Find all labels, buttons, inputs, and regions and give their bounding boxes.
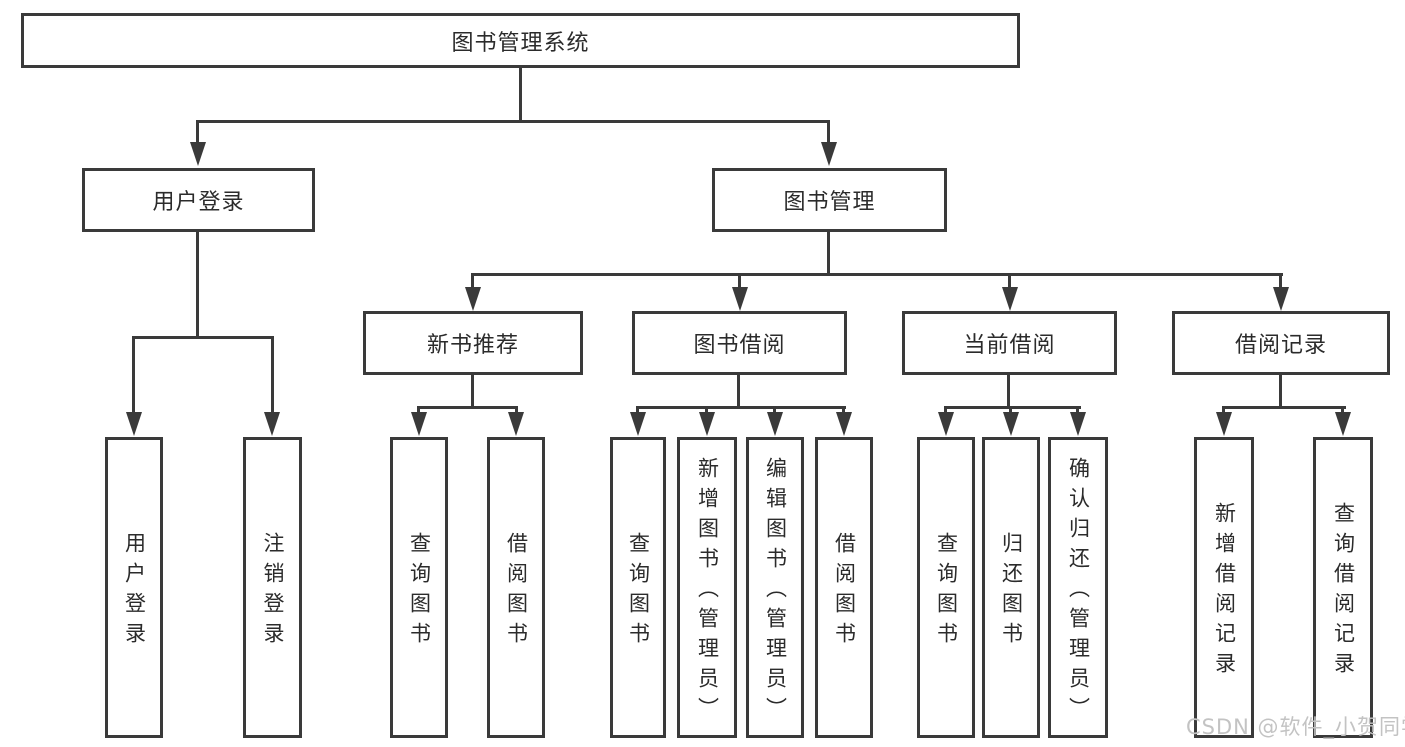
connector-book-mgmt-stem xyxy=(827,232,830,276)
arrow-to-user-login-icon xyxy=(190,142,206,166)
leaf-user-login-label: 用户登录 xyxy=(122,532,147,652)
connector-nbr-leaf1-shaft xyxy=(417,406,420,416)
connector-br-stem xyxy=(1279,375,1282,409)
connector-to-br-shaft xyxy=(1279,273,1282,290)
connector-bb-leaf3-shaft xyxy=(773,406,776,416)
arrow-to-current-borrow-icon xyxy=(1002,287,1018,311)
connector-root-split xyxy=(196,120,830,123)
node-book-management: 图书管理 xyxy=(712,168,947,232)
connector-user-login-split xyxy=(132,336,274,339)
connector-cb-stem xyxy=(1007,375,1010,409)
connector-root-to-user-login-shaft xyxy=(196,120,199,146)
leaf-nbr-borrow-books: 借阅图书 xyxy=(487,437,545,738)
arrow-to-book-borrow-icon xyxy=(732,287,748,311)
arrow-br-leaf2-icon xyxy=(1335,412,1351,436)
node-borrow-records: 借阅记录 xyxy=(1172,311,1390,375)
leaf-cb-query-books-label: 查询图书 xyxy=(934,532,959,652)
leaf-bb-edit-books-admin: 编辑图书（管理员） xyxy=(746,437,804,738)
leaf-nbr-query-books-label: 查询图书 xyxy=(407,532,432,652)
connector-root-stem xyxy=(519,68,522,123)
connector-to-nbr-shaft xyxy=(471,273,474,290)
node-current-borrow: 当前借阅 xyxy=(902,311,1117,375)
arrow-bb-leaf3-icon xyxy=(767,412,783,436)
arrow-to-borrow-records-icon xyxy=(1273,287,1289,311)
arrow-bb-leaf4-icon xyxy=(836,412,852,436)
leaf-bb-query-books: 查询图书 xyxy=(610,437,666,738)
arrow-to-book-mgmt-icon xyxy=(821,142,837,166)
arrow-cb-leaf2-icon xyxy=(1003,412,1019,436)
leaf-logout-label: 注销登录 xyxy=(261,532,285,652)
arrow-br-leaf1-icon xyxy=(1216,412,1232,436)
leaf-br-add-record-label: 新增借阅记录 xyxy=(1212,502,1237,682)
leaf-cb-return-books: 归还图书 xyxy=(982,437,1040,738)
arrow-to-new-book-recommend-icon xyxy=(465,287,481,311)
leaf-bb-add-books-admin: 新增图书（管理员） xyxy=(677,437,737,738)
arrow-to-leaf-user-login-icon xyxy=(126,412,142,436)
arrow-bb-leaf1-icon xyxy=(630,412,646,436)
leaf-bb-query-books-label: 查询图书 xyxy=(626,532,651,652)
arrow-nbr-leaf1-icon xyxy=(411,412,427,436)
connector-to-leaf-logout-shaft xyxy=(271,336,274,415)
connector-nbr-leaf2-shaft xyxy=(515,406,518,416)
leaf-br-query-record: 查询借阅记录 xyxy=(1313,437,1373,738)
node-user-login-label: 用户登录 xyxy=(152,190,245,215)
leaf-nbr-query-books: 查询图书 xyxy=(390,437,448,738)
leaf-logout: 注销登录 xyxy=(243,437,302,738)
node-current-borrow-label: 当前借阅 xyxy=(963,333,1056,358)
leaf-bb-edit-books-admin-label: 编辑图书（管理员） xyxy=(763,457,788,727)
leaf-cb-return-books-label: 归还图书 xyxy=(999,532,1024,652)
node-borrow-records-label: 借阅记录 xyxy=(1234,333,1327,358)
leaf-br-add-record: 新增借阅记录 xyxy=(1194,437,1254,738)
node-root-label: 图书管理系统 xyxy=(451,30,590,56)
arrow-cb-leaf1-icon xyxy=(938,412,954,436)
connector-bb-leaf1-shaft xyxy=(636,406,639,416)
connector-cb-leaf1-shaft xyxy=(944,406,947,416)
connector-br-leaf1-shaft xyxy=(1222,406,1225,416)
leaf-cb-confirm-return-admin: 确认归还（管理员） xyxy=(1048,437,1108,738)
leaf-br-query-record-label: 查询借阅记录 xyxy=(1331,502,1356,682)
connector-bb-leaf2-shaft xyxy=(705,406,708,416)
connector-cb-leaf3-shaft xyxy=(1076,406,1079,416)
node-root: 图书管理系统 xyxy=(21,13,1020,68)
connector-br-split xyxy=(1222,406,1346,409)
node-new-book-recommend-label: 新书推荐 xyxy=(426,333,519,358)
leaf-nbr-borrow-books-label: 借阅图书 xyxy=(504,532,529,652)
node-user-login: 用户登录 xyxy=(82,168,315,232)
leaf-cb-confirm-return-admin-label: 确认归还（管理员） xyxy=(1066,457,1091,727)
connector-root-to-book-mgmt-shaft xyxy=(827,120,830,146)
arrow-bb-leaf2-icon xyxy=(699,412,715,436)
connector-to-leaf-user-login-shaft xyxy=(132,336,135,415)
csdn-watermark: CSDN @软件_小贺同学 xyxy=(1186,715,1405,739)
connector-bb-split xyxy=(636,406,846,409)
connector-bb-stem xyxy=(737,375,740,409)
node-book-borrow-label: 图书借阅 xyxy=(693,333,786,358)
arrow-nbr-leaf2-icon xyxy=(508,412,524,436)
leaf-cb-query-books: 查询图书 xyxy=(917,437,975,738)
connector-nbr-stem xyxy=(471,375,474,409)
arrow-to-leaf-logout-icon xyxy=(264,412,280,436)
arrow-cb-leaf3-icon xyxy=(1070,412,1086,436)
node-book-management-label: 图书管理 xyxy=(783,190,876,215)
connector-user-login-stem xyxy=(196,232,199,339)
node-book-borrow: 图书借阅 xyxy=(632,311,847,375)
node-new-book-recommend: 新书推荐 xyxy=(363,311,583,375)
connector-to-bb-shaft xyxy=(738,273,741,290)
leaf-bb-borrow-books: 借阅图书 xyxy=(815,437,873,738)
connector-cb-leaf2-shaft xyxy=(1009,406,1012,416)
connector-to-cb-shaft xyxy=(1008,273,1011,290)
leaf-bb-add-books-admin-label: 新增图书（管理员） xyxy=(695,457,720,727)
connector-book-mgmt-split xyxy=(471,273,1283,276)
leaf-user-login: 用户登录 xyxy=(105,437,163,738)
connector-nbr-split xyxy=(417,406,518,409)
connector-br-leaf2-shaft xyxy=(1341,406,1344,416)
connector-bb-leaf4-shaft xyxy=(842,406,845,416)
connector-cb-split xyxy=(944,406,1081,409)
leaf-bb-borrow-books-label: 借阅图书 xyxy=(832,532,857,652)
